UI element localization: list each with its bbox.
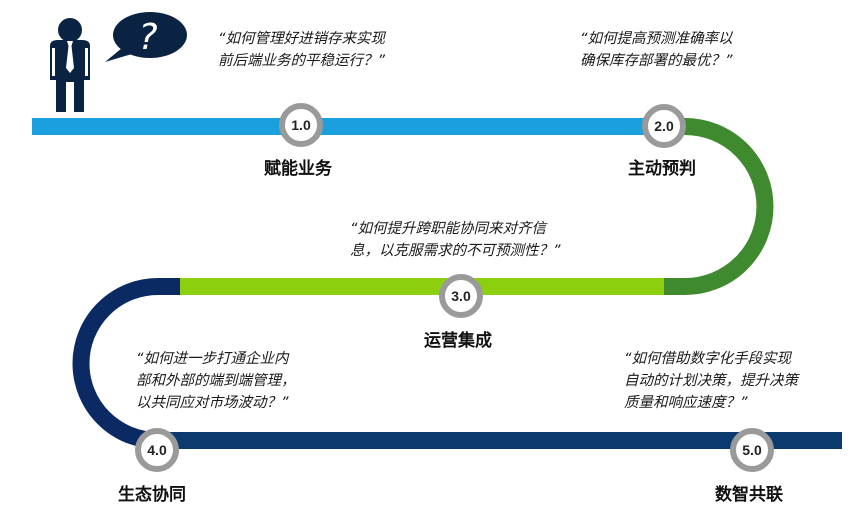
step-label-4: 生态协同 — [118, 485, 186, 505]
question-step-5: “如何借助数字化手段实现 自动的计划决策，提升决策 质量和响应速度？” — [624, 351, 798, 411]
milestone-number-2: 2.0 — [654, 118, 674, 134]
road-curve-2 — [660, 118, 774, 295]
milestone-number-3: 3.0 — [451, 288, 471, 304]
step-label-2: 主动预判 — [628, 159, 696, 179]
step-label-3: 运营集成 — [424, 331, 492, 351]
step-label-1: 赋能业务 — [264, 159, 332, 179]
step-label-5: 数智共联 — [715, 485, 783, 505]
question-step-3: “如何提升跨职能协同来对齐信 息，以克服需求的不可预测性？” — [350, 221, 561, 259]
road-segment-5 — [170, 432, 842, 449]
question-step-2: “如何提高预测准确率以 确保库存部署的最优？” — [580, 31, 733, 69]
milestone-node-2: 2.0 — [642, 104, 686, 148]
businessman-icon — [50, 18, 90, 112]
bubble-question-mark: ? — [138, 17, 157, 58]
milestone-node-3: 3.0 — [439, 274, 483, 318]
milestone-number-4: 4.0 — [147, 442, 167, 458]
road-curve-4 — [72, 278, 180, 449]
question-step-4: “如何进一步打通企业内 部和外部的端到端管理， 以共同应对市场波动？” — [136, 351, 296, 411]
milestone-node-5: 5.0 — [730, 428, 774, 472]
road-segment-3 — [178, 278, 664, 295]
milestone-node-1: 1.0 — [279, 103, 323, 147]
milestone-node-4: 4.0 — [135, 428, 179, 472]
road-segment-1 — [32, 118, 660, 135]
milestone-number-1: 1.0 — [291, 117, 311, 133]
question-speech-bubble-icon: ? — [105, 12, 187, 62]
question-step-1: “如何管理好进销存来实现 前后端业务的平稳运行？” — [218, 31, 386, 69]
milestone-number-5: 5.0 — [742, 442, 762, 458]
